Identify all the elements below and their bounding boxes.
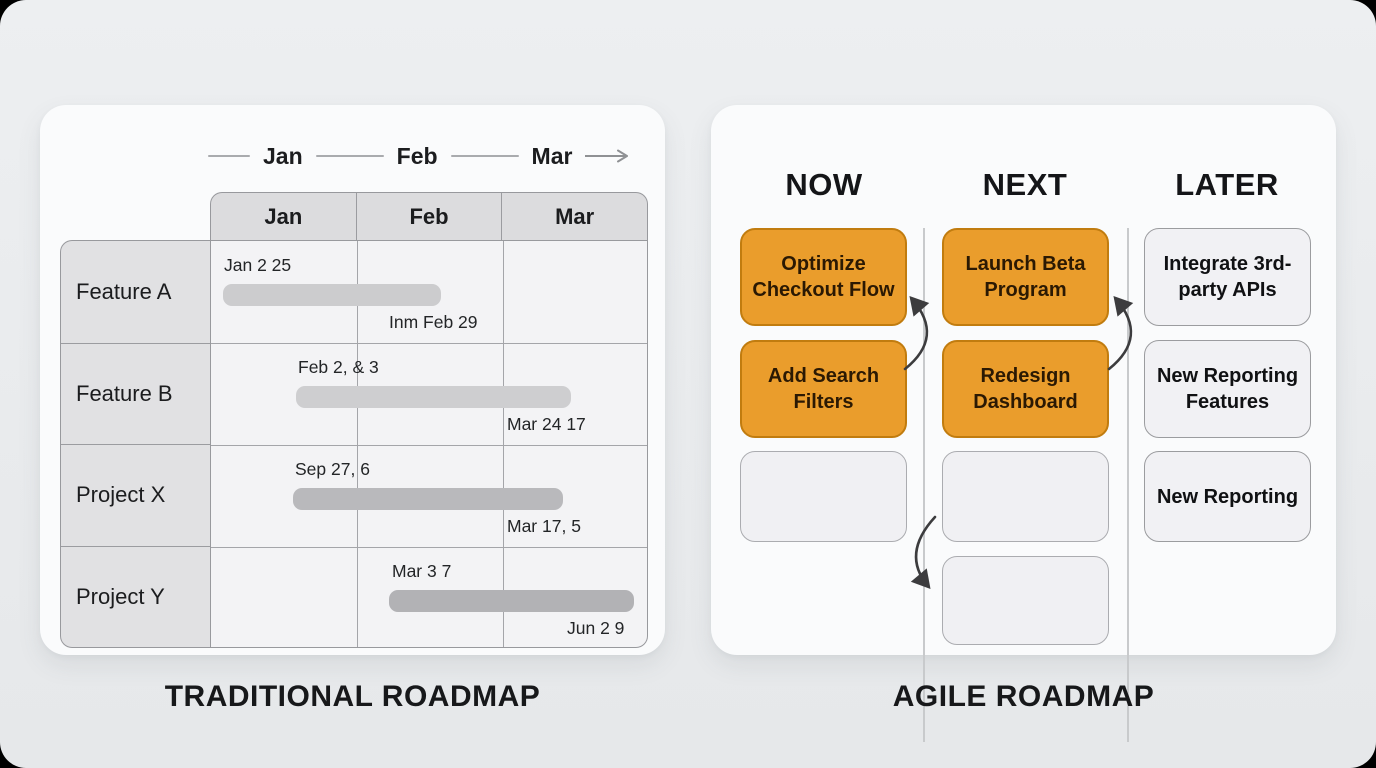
timeline-month-jan: Jan bbox=[263, 142, 303, 169]
agile-card-label: Add Search Filters bbox=[767, 365, 880, 413]
agile-card-integrate-3rd-party-apis: Integrate 3rd-party APIs bbox=[1144, 228, 1311, 326]
column-divider bbox=[1127, 228, 1129, 742]
agile-column-header-later: LATER bbox=[1175, 167, 1279, 202]
gantt-row-label: Feature A bbox=[76, 278, 172, 304]
gantt-date-label: Feb 2, & 3 bbox=[298, 357, 379, 377]
timeline-month-feb: Feb bbox=[396, 142, 438, 169]
agile-column-header-next: NEXT bbox=[982, 167, 1068, 202]
gantt-row-label-column: Feature A Feature B Project X Project Y bbox=[60, 240, 210, 648]
grid-line bbox=[211, 547, 647, 548]
gantt-date-label: Mar 24 17 bbox=[507, 414, 586, 434]
grid-line bbox=[211, 445, 647, 446]
gantt-bar bbox=[293, 488, 563, 510]
gantt-month-header-row: Jan Feb Mar bbox=[210, 192, 648, 240]
gantt-column-header-jan: Jan bbox=[264, 203, 303, 229]
agile-card-label: Launch Beta Program bbox=[965, 253, 1086, 301]
agile-card-optimize-checkout-flow: Optimize Checkout Flow bbox=[740, 228, 907, 326]
gantt-row-label: Project X bbox=[61, 444, 210, 546]
gantt-date-label: Sep 27, 6 bbox=[295, 459, 370, 479]
grid-line bbox=[357, 241, 358, 647]
agile-card-empty bbox=[942, 451, 1109, 542]
agile-card-launch-beta-program: Launch Beta Program bbox=[942, 228, 1109, 326]
curved-arrow-icon bbox=[910, 515, 937, 589]
agile-roadmap-title: AGILE ROADMAP bbox=[892, 680, 1155, 713]
agile-card-label: Optimize Checkout Flow bbox=[752, 253, 895, 301]
traditional-roadmap-panel: Jan Feb Mar Jan Feb Mar Feature A Featur… bbox=[40, 105, 665, 655]
column-divider bbox=[923, 228, 925, 742]
agile-card-label: New Reporting bbox=[1156, 485, 1299, 508]
agile-card-empty bbox=[942, 556, 1109, 645]
gantt-column-header-mar: Mar bbox=[501, 193, 647, 240]
agile-card-new-reporting-features: New Reporting Features bbox=[1144, 340, 1311, 438]
agile-card-add-search-filters: Add Search Filters bbox=[740, 340, 907, 438]
timeline-month-mar: Mar bbox=[531, 142, 573, 169]
agile-column-header-now: NOW bbox=[785, 167, 863, 202]
gantt-date-label: Mar 3 7 bbox=[392, 561, 452, 581]
gantt-bar bbox=[223, 284, 441, 306]
timeline-dash bbox=[208, 155, 250, 157]
curved-arrows-layer bbox=[903, 296, 1134, 589]
gantt-bar bbox=[389, 590, 634, 612]
gantt-column-header-feb: Feb bbox=[355, 193, 502, 240]
agile-card-empty bbox=[740, 451, 907, 542]
agile-card-label: New Reporting Features bbox=[1156, 365, 1299, 413]
timeline: Jan Feb Mar bbox=[208, 135, 654, 177]
agile-card-label: Redesign Dashboard bbox=[973, 365, 1078, 413]
gantt-date-label: Mar 17, 5 bbox=[507, 516, 581, 536]
grid-line bbox=[211, 343, 647, 344]
traditional-roadmap-title: TRADITIONAL ROADMAP bbox=[164, 680, 541, 713]
agile-card-redesign-dashboard: Redesign Dashboard bbox=[942, 340, 1109, 438]
gantt-row-label: Feature B bbox=[61, 342, 210, 445]
agile-roadmap-panel: NOW NEXT LATER Optimize Checkout Flow Ad… bbox=[711, 105, 1336, 742]
timeline-dash bbox=[450, 155, 519, 157]
grid-line bbox=[503, 241, 504, 647]
timeline-arrow-icon bbox=[585, 149, 629, 163]
agile-card-new-reporting: New Reporting bbox=[1144, 451, 1311, 542]
curved-arrow-icon bbox=[1107, 296, 1134, 371]
gantt-date-label: Jan 2 25 bbox=[224, 255, 292, 275]
timeline-dash bbox=[315, 155, 384, 157]
gantt-body-grid: Jan 2 25 Inm Feb 29 Feb 2, & 3 Mar 24 17… bbox=[210, 240, 648, 648]
agile-card-label: Integrate 3rd-party APIs bbox=[1163, 253, 1292, 301]
gantt-date-label: Jun 2 9 bbox=[567, 618, 625, 638]
gantt-bar bbox=[296, 386, 571, 408]
gantt-row-label: Project Y bbox=[61, 545, 210, 648]
curved-arrow-icon bbox=[903, 296, 930, 371]
gantt-date-label: Inm Feb 29 bbox=[389, 312, 478, 332]
